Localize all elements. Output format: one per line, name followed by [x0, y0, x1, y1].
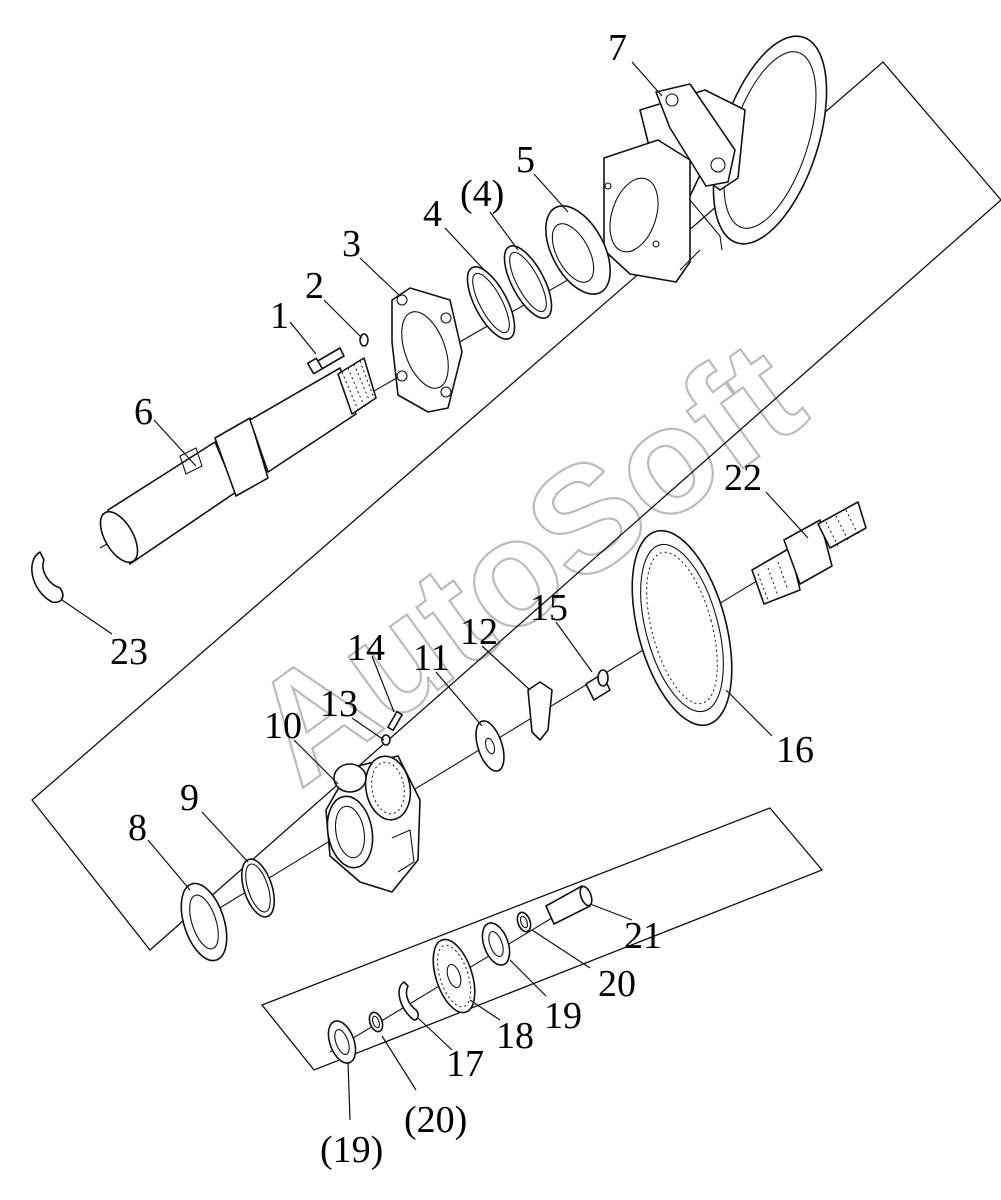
leader-15: [555, 621, 593, 673]
part-1-bolt: [306, 347, 345, 375]
leader-23: [61, 599, 113, 635]
callout-23: 23: [110, 631, 148, 673]
callout-15: 15: [530, 587, 568, 629]
part-5-bearing: [545, 205, 611, 295]
callout-4b: (4): [460, 173, 504, 215]
leader-20b: [381, 1035, 417, 1091]
leader-13: [351, 717, 385, 741]
part-6-shaft: [99, 357, 377, 565]
part-12-lock-plate: [527, 681, 553, 741]
leader-22: [765, 491, 809, 539]
planet-gear-subassembly-frame: [260, 807, 824, 1071]
leader-12: [481, 645, 531, 691]
main-assembly-frame: [31, 61, 1001, 951]
callout-8: 8: [128, 807, 147, 849]
part-4b-seal-ring: [503, 245, 553, 319]
part-10-planet-carrier: [325, 755, 421, 893]
callout-3: 3: [342, 223, 361, 265]
part-19b-needle-bearing: [327, 1020, 357, 1064]
leader-19b: [347, 1061, 351, 1121]
part-22-output-shaft: [751, 501, 867, 605]
part-13-ball: [381, 734, 391, 746]
part-21-planet-pin: [545, 885, 593, 925]
leader-lines: [61, 61, 809, 1121]
part-17-snap-ring: [398, 981, 419, 1021]
part-3-flange-plate: [391, 287, 463, 413]
leader-3: [359, 257, 401, 297]
leader-4b: [489, 211, 519, 251]
leader-9: [201, 811, 249, 863]
leader-16: [725, 689, 773, 737]
callout-12: 12: [460, 611, 498, 653]
leader-1: [289, 321, 317, 355]
callout-19b: (19): [320, 1129, 383, 1171]
part-15-pin: [585, 669, 611, 701]
leader-7: [631, 61, 663, 97]
callout-20b: (20): [404, 1099, 467, 1141]
callout-20: 20: [598, 963, 636, 1005]
callout-16: 16: [776, 729, 814, 771]
leader-10: [293, 739, 339, 785]
part-20b-washer: [368, 1011, 384, 1033]
part-7-housing: [603, 35, 828, 283]
part-2-washer: [359, 333, 369, 347]
callout-19: 19: [544, 995, 582, 1037]
part-8-bearing: [180, 882, 228, 962]
part-11-thrust-washer: [475, 720, 505, 772]
leader-11: [435, 671, 483, 727]
leader-4: [444, 227, 487, 273]
callout-9: 9: [180, 777, 199, 819]
leader-2: [323, 299, 363, 339]
callout-4: 4: [423, 193, 442, 235]
part-20-washer: [516, 911, 532, 933]
part-16-ring-gear: [631, 529, 733, 727]
callout-6: 6: [134, 391, 153, 433]
leader-20: [531, 929, 591, 969]
callout-7: 7: [608, 27, 627, 69]
callout-13: 13: [320, 683, 358, 725]
callout-labels: 1 2 3 4 (4) 5 6 7 8 9 10 11 12 13 14 15 …: [110, 27, 814, 1171]
part-14-spring-pin: [387, 710, 403, 732]
leader-19: [509, 959, 547, 997]
callout-2: 2: [305, 265, 324, 307]
part-23-snap-ring: [31, 551, 64, 604]
leader-21: [589, 903, 633, 921]
part-9-shim: [240, 858, 276, 918]
callout-5: 5: [516, 139, 535, 181]
leader-8: [147, 839, 191, 891]
leader-18: [469, 999, 501, 1021]
callout-10: 10: [264, 705, 302, 747]
callout-11: 11: [413, 637, 450, 679]
callout-1: 1: [270, 295, 289, 337]
callout-22: 22: [724, 457, 762, 499]
leader-5: [533, 173, 569, 213]
callout-14: 14: [347, 627, 385, 669]
callout-18: 18: [496, 1015, 534, 1057]
leader-17: [417, 1017, 453, 1051]
part-4-seal-ring: [466, 266, 516, 340]
part-18-planet-gear: [432, 938, 476, 1014]
leader-6: [153, 419, 197, 467]
leader-14: [371, 655, 395, 713]
callout-17: 17: [446, 1043, 484, 1085]
callout-21: 21: [624, 915, 662, 957]
part-19-needle-bearing: [481, 922, 511, 966]
